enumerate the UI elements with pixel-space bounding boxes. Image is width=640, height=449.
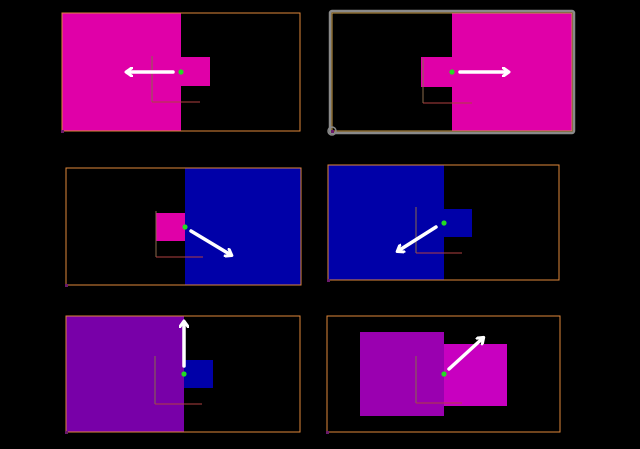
panel-top-left[interactable] xyxy=(61,12,301,133)
small-region xyxy=(421,57,452,87)
corner-marker xyxy=(61,130,64,133)
large-region xyxy=(360,332,444,416)
corner-marker xyxy=(65,284,68,287)
pivot-point xyxy=(441,371,447,377)
pivot-point xyxy=(181,371,187,377)
large-region xyxy=(328,165,444,280)
corner-marker xyxy=(326,431,329,434)
corner-marker xyxy=(327,279,330,282)
small-region xyxy=(156,213,185,241)
small-region xyxy=(444,344,507,406)
panel-frame xyxy=(326,315,561,433)
large-region xyxy=(66,316,184,432)
panel-frame xyxy=(61,12,301,132)
panel-bottom-right[interactable] xyxy=(326,315,561,434)
small-region xyxy=(181,57,210,86)
panel-frame xyxy=(331,12,573,132)
panel-top-right[interactable] xyxy=(327,9,576,136)
panel-frame xyxy=(65,167,302,286)
pivot-point xyxy=(178,69,184,75)
pivot-point xyxy=(441,220,447,226)
small-region xyxy=(184,360,213,388)
panel-frame xyxy=(327,164,560,281)
selection-outline xyxy=(328,9,576,135)
direction-arrow-up-right-icon xyxy=(447,338,483,371)
panel-frame xyxy=(65,315,301,433)
direction-arrow-down-left-icon xyxy=(398,225,438,251)
corner-handle-icon[interactable] xyxy=(327,126,337,136)
pivot-point xyxy=(182,224,188,230)
panel-middle-right[interactable] xyxy=(327,164,560,282)
small-region xyxy=(444,209,472,237)
large-region xyxy=(185,168,301,285)
corner-marker xyxy=(331,130,334,133)
direction-arrow-down-right-icon xyxy=(189,229,231,255)
panel-bottom-left[interactable] xyxy=(65,315,301,434)
pivot-point xyxy=(449,69,455,75)
corner-marker xyxy=(65,431,68,434)
panel-middle-left[interactable] xyxy=(65,167,302,287)
